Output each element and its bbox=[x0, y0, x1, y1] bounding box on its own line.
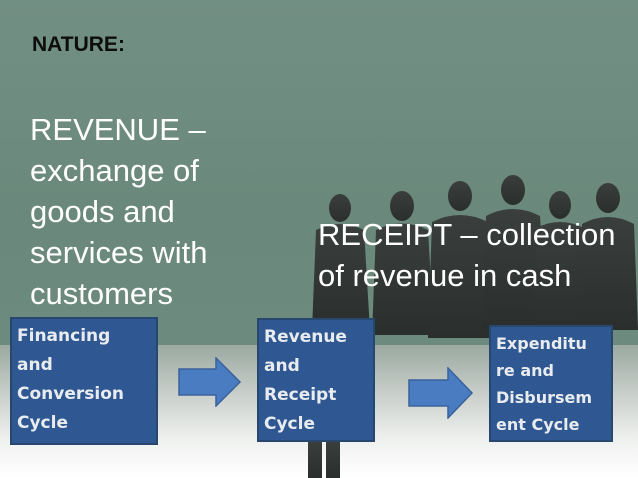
arrow-right-icon bbox=[408, 367, 474, 419]
receipt-definition: RECEIPT – collection of revenue in cash bbox=[318, 217, 616, 293]
expenditure-cycle-box: Expenditu re and Disbursem ent Cycle bbox=[489, 325, 613, 442]
financing-cycle-box: Financing and Conversion Cycle bbox=[10, 317, 158, 445]
slide-heading: NATURE: bbox=[32, 33, 125, 56]
arrow-right-icon bbox=[178, 357, 242, 407]
revenue-cycle-box: Revenue and Receipt Cycle bbox=[257, 318, 375, 442]
revenue-definition: REVENUE – exchange of goods and services… bbox=[30, 112, 208, 311]
